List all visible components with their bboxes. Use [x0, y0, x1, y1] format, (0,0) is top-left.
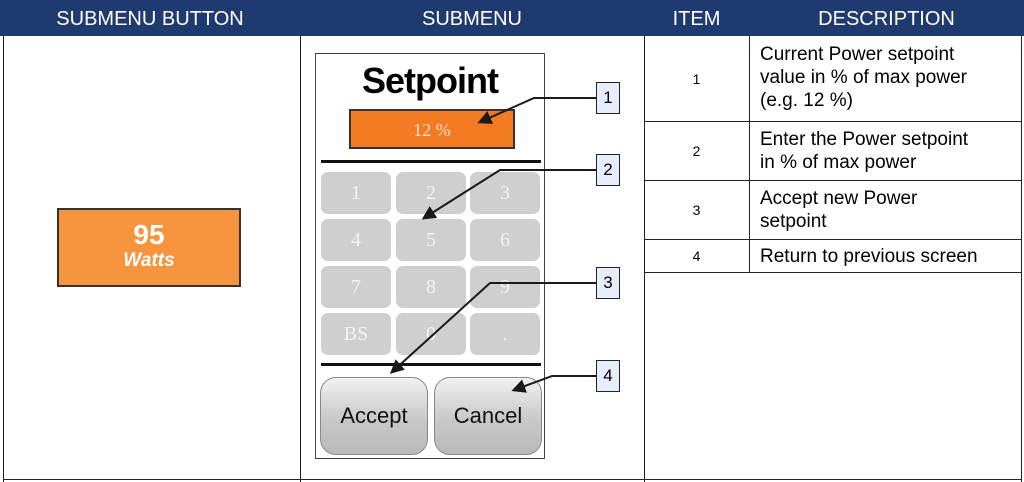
item-number-1: 1: [692, 71, 701, 87]
power-submenu-button[interactable]: 95 Watts: [57, 208, 241, 287]
description-1: Current Power setpoint value in % of max…: [760, 44, 967, 111]
keypad-key-4[interactable]: 4: [321, 219, 391, 261]
keypad-key-decimal[interactable]: .: [470, 313, 540, 355]
callout-4-arrow: [511, 375, 596, 393]
row-divider: [644, 272, 1022, 273]
callout-1-arrow: [477, 97, 596, 124]
column-divider: [300, 36, 301, 482]
column-divider: [749, 36, 750, 272]
keypad-key-7[interactable]: 7: [321, 266, 391, 308]
table-border-left: [3, 36, 4, 482]
header-submenu-button: SUBMENU BUTTON: [56, 8, 244, 30]
row-divider: [644, 180, 1022, 181]
accept-button[interactable]: Accept: [320, 377, 428, 455]
callout-1: 1: [596, 82, 620, 114]
callout-4: 4: [596, 360, 620, 392]
keypad-key-3[interactable]: 3: [470, 172, 540, 214]
header-item: ITEM: [672, 8, 721, 30]
power-value: 95: [133, 219, 165, 250]
table-border-right: [1021, 36, 1022, 482]
keypad-key-1[interactable]: 1: [321, 172, 391, 214]
divider: [321, 160, 541, 163]
description-2: Enter the Power setpoint in % of max pow…: [760, 129, 969, 173]
table-header: [0, 0, 1024, 36]
keypad-key-5[interactable]: 5: [396, 219, 466, 261]
callout-2-arrow: [421, 169, 596, 220]
setpoint-submenu-screen: Setpoint 12 % 1 2 3 4 5 6 7 8 9 BS 0 . A…: [315, 53, 545, 459]
power-unit: Watts: [123, 250, 175, 271]
divider: [321, 363, 541, 366]
header-description: DESCRIPTION: [818, 8, 955, 30]
callout-3: 3: [596, 267, 620, 299]
setpoint-title: Setpoint: [362, 60, 499, 101]
description-4: Return to previous screen: [760, 246, 978, 267]
callout-3-arrow: [389, 282, 596, 374]
table-border-bottom: [3, 479, 1022, 480]
column-divider: [644, 36, 645, 482]
keypad-key-9[interactable]: 9: [470, 266, 540, 308]
keypad-key-8[interactable]: 8: [396, 266, 466, 308]
description-3: Accept new Power setpoint: [760, 188, 918, 232]
header-submenu: SUBMENU: [421, 8, 522, 30]
keypad-key-6[interactable]: 6: [470, 219, 540, 261]
item-number-4: 4: [692, 248, 701, 264]
row-divider: [644, 121, 1022, 122]
callout-2: 2: [596, 154, 620, 186]
row-divider: [644, 239, 1022, 240]
keypad-key-backspace[interactable]: BS: [321, 313, 391, 355]
item-number-2: 2: [692, 143, 701, 159]
item-number-3: 3: [692, 202, 701, 218]
keypad-key-0[interactable]: 0: [396, 313, 466, 355]
